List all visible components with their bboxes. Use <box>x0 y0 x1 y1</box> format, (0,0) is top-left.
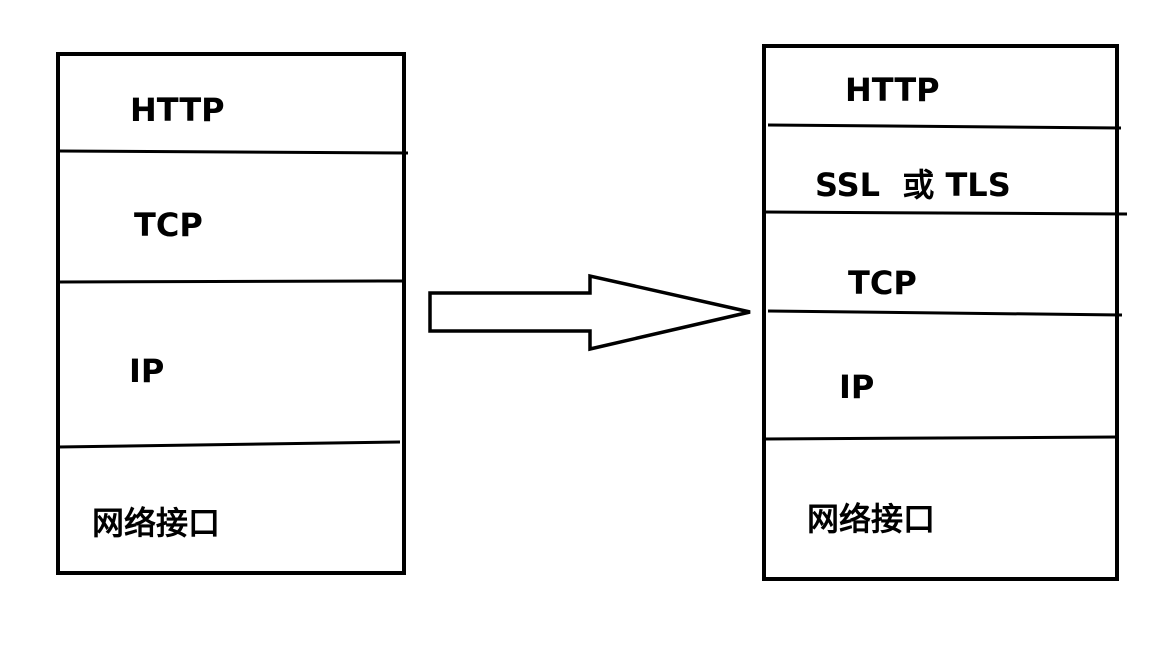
right-divider-ip-network <box>763 435 1118 441</box>
left-layer-ip: IP <box>129 352 164 390</box>
right-layer-ssl-tls: SSL 或 TLS <box>815 166 1011 204</box>
left-divider-tcp-ip <box>57 279 403 284</box>
left-divider-ip-network <box>57 440 401 449</box>
right-stack-frame <box>762 44 1119 581</box>
left-stack-frame <box>56 52 406 575</box>
right-layer-tcp: TCP <box>848 264 917 302</box>
right-protocol-stack: HTTP SSL 或 TLS TCP IP 网络接口 <box>762 44 1128 581</box>
right-layer-network-interface: 网络接口 <box>807 500 935 538</box>
left-protocol-stack: HTTP TCP IP 网络接口 <box>56 52 409 575</box>
left-layer-network-interface: 网络接口 <box>92 504 220 542</box>
transition-arrow <box>428 273 751 352</box>
right-layer-ip: IP <box>839 368 874 406</box>
right-divider-tcp-ip <box>767 309 1123 317</box>
right-divider-ssl-tcp <box>763 210 1128 216</box>
right-divider-http-ssl <box>767 123 1122 130</box>
left-layer-http: HTTP <box>130 91 225 129</box>
left-divider-http-tcp <box>57 149 409 155</box>
left-layer-tcp: TCP <box>134 206 203 244</box>
right-layer-http: HTTP <box>845 71 940 109</box>
